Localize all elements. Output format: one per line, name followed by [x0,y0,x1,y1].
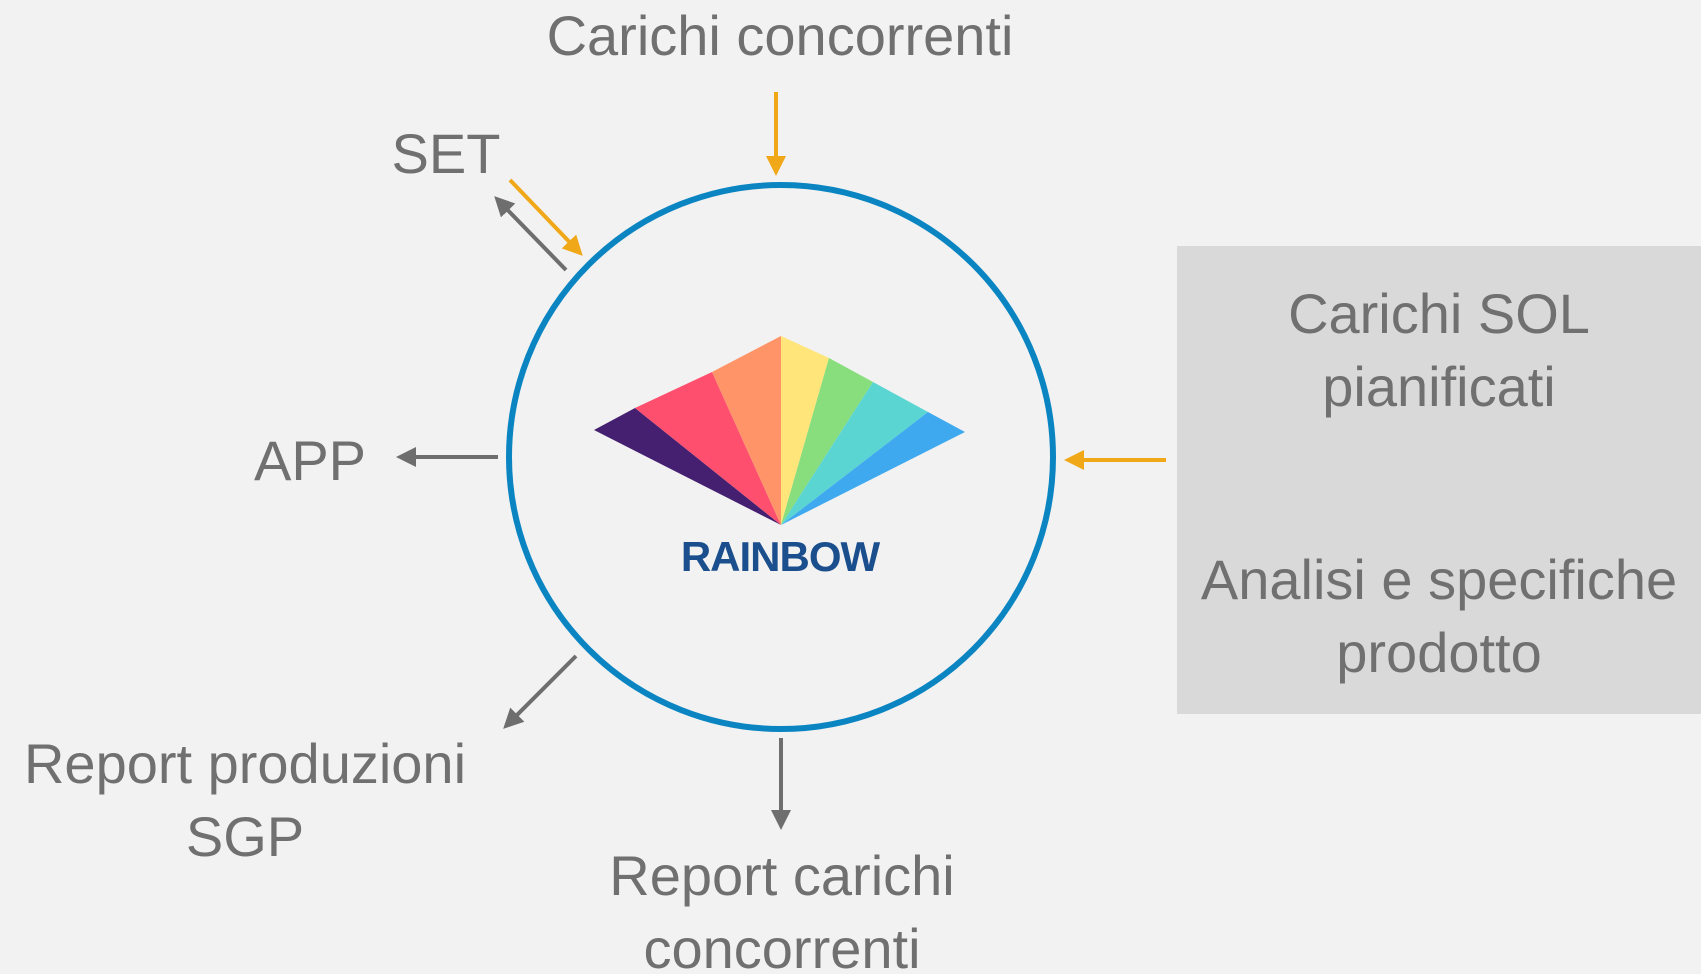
box-line: prodotto [1336,620,1542,684]
label-line: Report carichi [609,844,955,907]
box-item-analisi: Analisi e specifiche prodotto [1177,544,1701,690]
box-line: pianificati [1322,354,1556,418]
arrow-report-sgp-out [503,654,578,729]
box-line: Analisi e specifiche [1200,548,1678,611]
label-report-produzioni-sgp: Report produzioni SGP [24,728,466,874]
rainbow-circle [506,182,1056,732]
label-report-carichi-concorrenti: Report carichi concorrenti [609,840,954,974]
arrow-set-in [508,178,583,256]
rainbow-logo-icon [594,336,965,525]
box-line: Carichi SOL [1288,282,1590,345]
logo-text: RAINBOW [680,533,880,580]
box-item-carichi-sol: Carichi SOL pianificati [1177,278,1701,424]
label-app: APP [253,429,367,492]
label-set: SET [391,122,501,185]
arrow-set-out [494,196,568,272]
label-carichi-concorrenti: Carichi concorrenti [546,4,1014,67]
label-line: Report produzioni [23,732,467,795]
label-line: SGP [185,804,305,868]
label-line: concorrenti [643,916,921,974]
input-box: Carichi SOL pianificati Analisi e specif… [1177,246,1701,714]
